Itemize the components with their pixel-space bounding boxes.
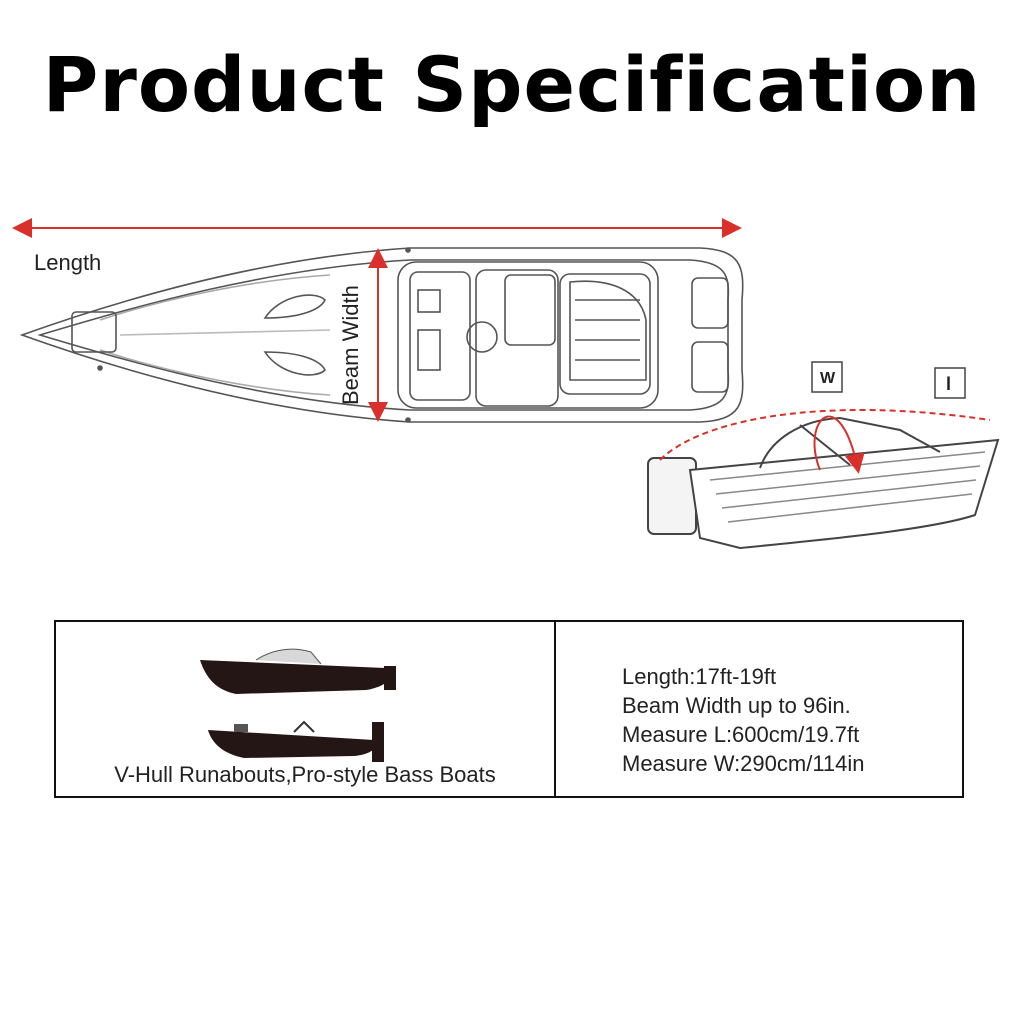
spec-cell: Length:17ft-19ft Beam Width up to 96in. … [556,622,962,796]
spec-measure-w: Measure W:290cm/114in [622,751,865,776]
length-label: Length [34,250,101,275]
spec-list: Length:17ft-19ft Beam Width up to 96in. … [622,662,865,778]
runabout-boat-icon [200,648,396,694]
w-label: W [820,370,836,387]
boat-types-label: V-Hull Runabouts,Pro-style Bass Boats [114,762,496,787]
bass-boat-icon [208,720,384,762]
beam-width-label: Beam Width [338,285,363,405]
top-view-boat [19,247,744,423]
spec-measure-l: Measure L:600cm/19.7ft [622,722,860,747]
boat-diagram: Length Beam Width [12,218,1000,550]
cover-length-arc [659,409,991,461]
spec-table: V-Hull Runabouts,Pro-style Bass Boats Le… [54,620,964,798]
boat-types-cell: V-Hull Runabouts,Pro-style Bass Boats [56,622,556,796]
page-title: Product Specification [42,40,982,129]
spec-length: Length:17ft-19ft [622,664,777,689]
spec-beam-width: Beam Width up to 96in. [622,693,851,718]
cover-width-arc [813,415,865,474]
l-label: l [946,374,951,394]
side-view-boat [647,416,1000,550]
